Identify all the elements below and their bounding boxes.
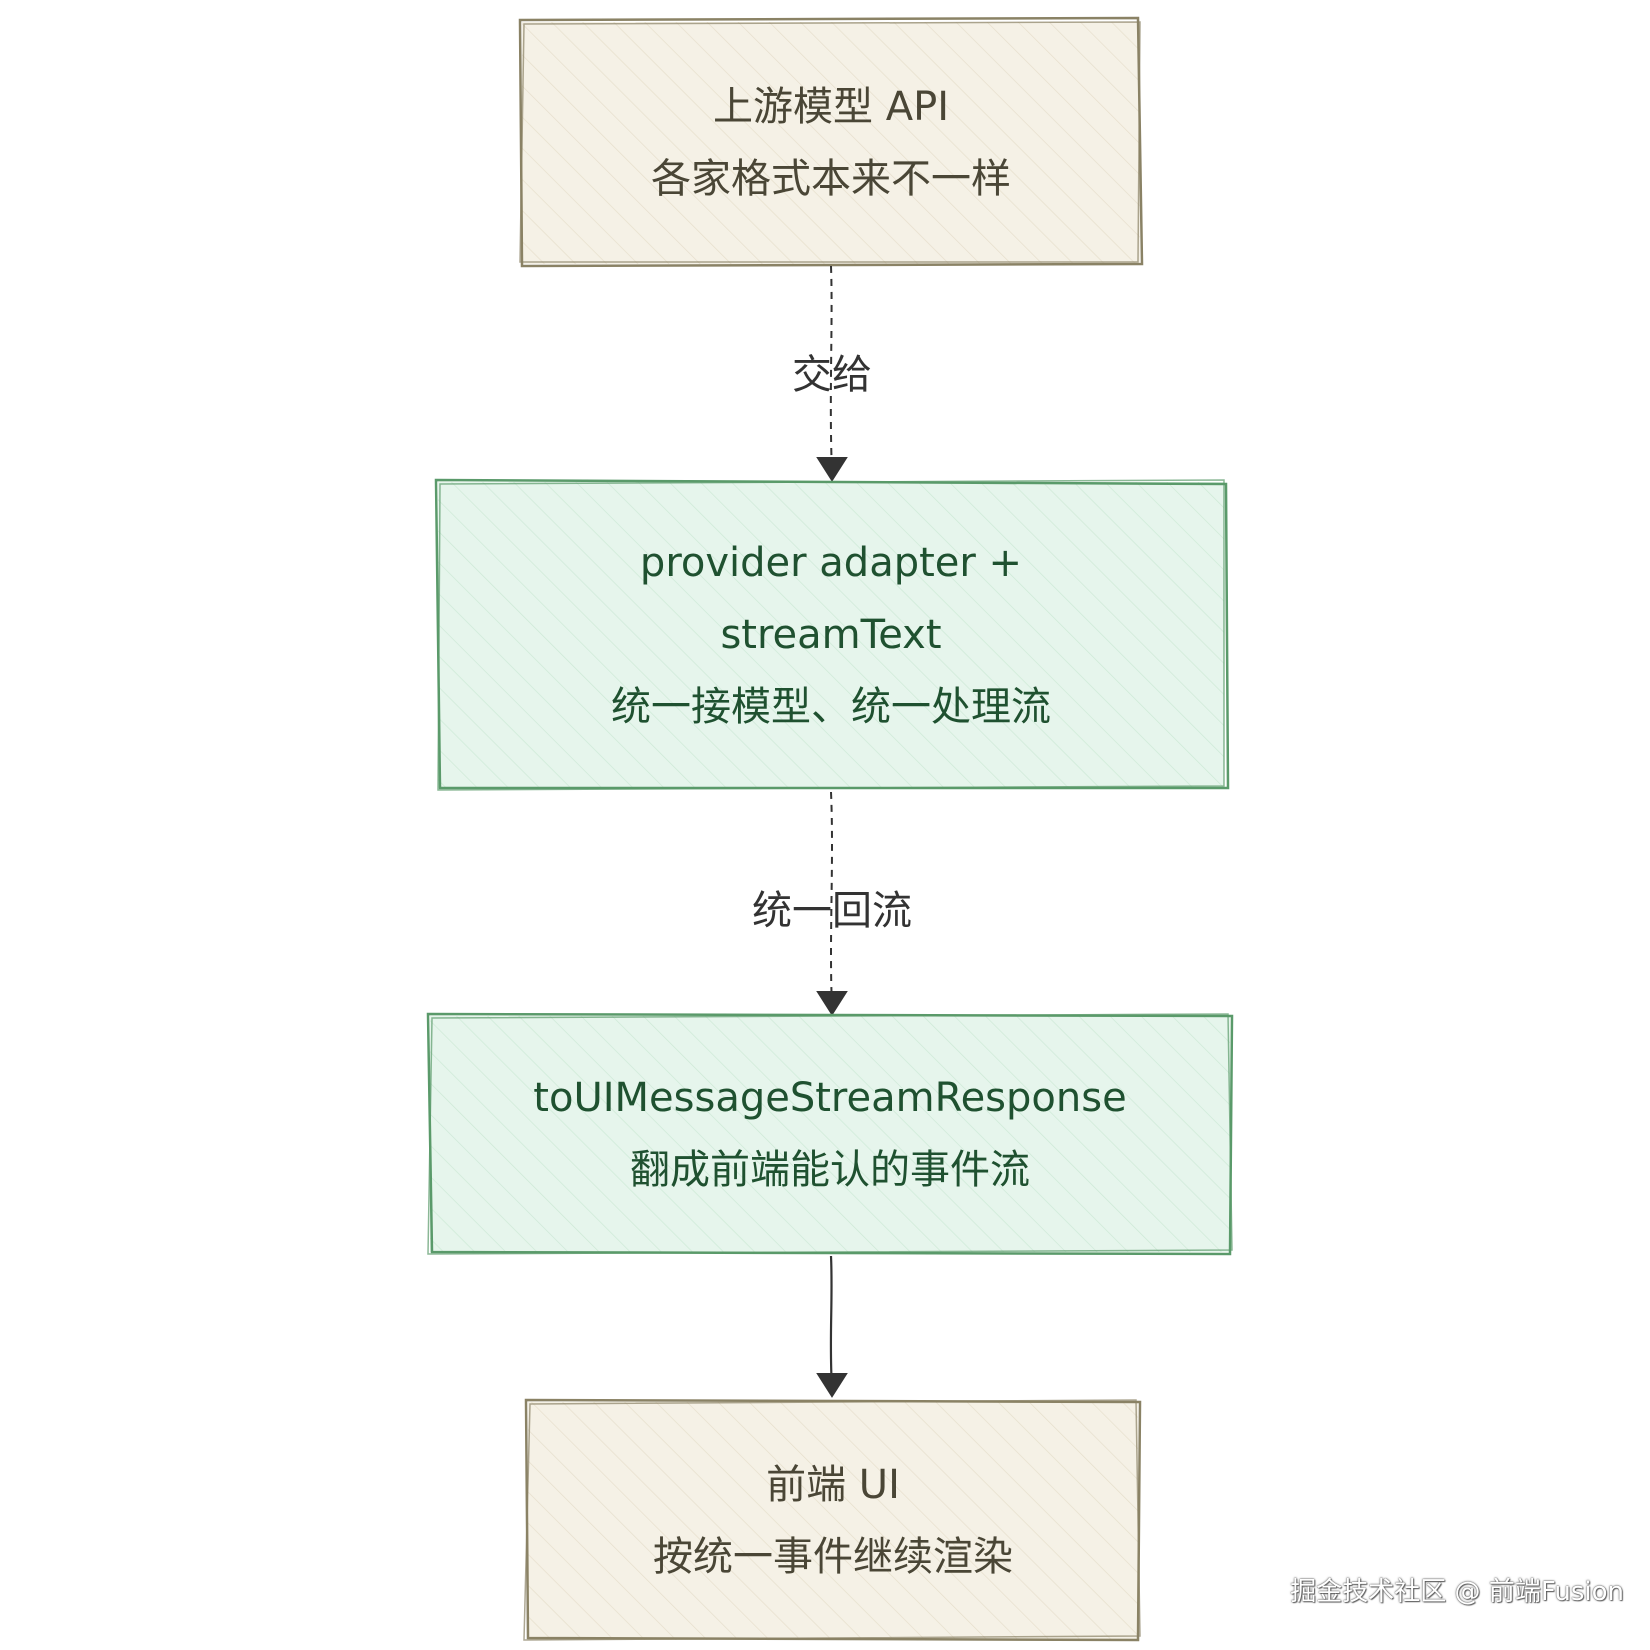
edge-label-handoff: 交给 xyxy=(792,352,872,398)
upstream-api-title: 上游模型 API xyxy=(713,84,949,130)
edge-to-ui-to-frontend xyxy=(816,1255,848,1398)
frontend-ui-title: 前端 UI xyxy=(766,1462,900,1508)
provider-adapter-text: provider adapter + streamText 统一接模型、统一处理… xyxy=(438,482,1224,788)
provider-adapter-title: provider adapter + xyxy=(639,540,1023,586)
edge-provider-to-to-ui xyxy=(816,791,848,1016)
upstream-api-node xyxy=(518,16,1144,268)
frontend-ui-subtitle: 按统一事件继续渲染 xyxy=(653,1534,1013,1580)
provider-adapter-subtitle: 统一接模型、统一处理流 xyxy=(611,684,1051,730)
to-ui-message-stream-text: toUIMessageStreamResponse 翻成前端能认的事件流 xyxy=(430,1016,1230,1252)
to-ui-message-stream-subtitle: 翻成前端能认的事件流 xyxy=(630,1147,1030,1193)
edge-label-unified-return: 统一回流 xyxy=(752,888,912,934)
to-ui-message-stream-title: toUIMessageStreamResponse xyxy=(533,1075,1127,1121)
provider-adapter-node xyxy=(434,478,1230,791)
frontend-ui-text: 前端 UI 按统一事件继续渲染 xyxy=(528,1402,1138,1640)
upstream-api-text: 上游模型 API 各家格式本来不一样 xyxy=(522,22,1140,264)
to-ui-message-stream-node xyxy=(426,1012,1234,1256)
edge-upstream-to-provider xyxy=(816,265,848,482)
upstream-api-subtitle: 各家格式本来不一样 xyxy=(651,156,1011,202)
watermark: 掘金技术社区 @ 前端Fusion xyxy=(1290,1577,1624,1607)
provider-adapter-title-line2: streamText xyxy=(720,612,942,658)
frontend-ui-node xyxy=(523,1398,1142,1642)
